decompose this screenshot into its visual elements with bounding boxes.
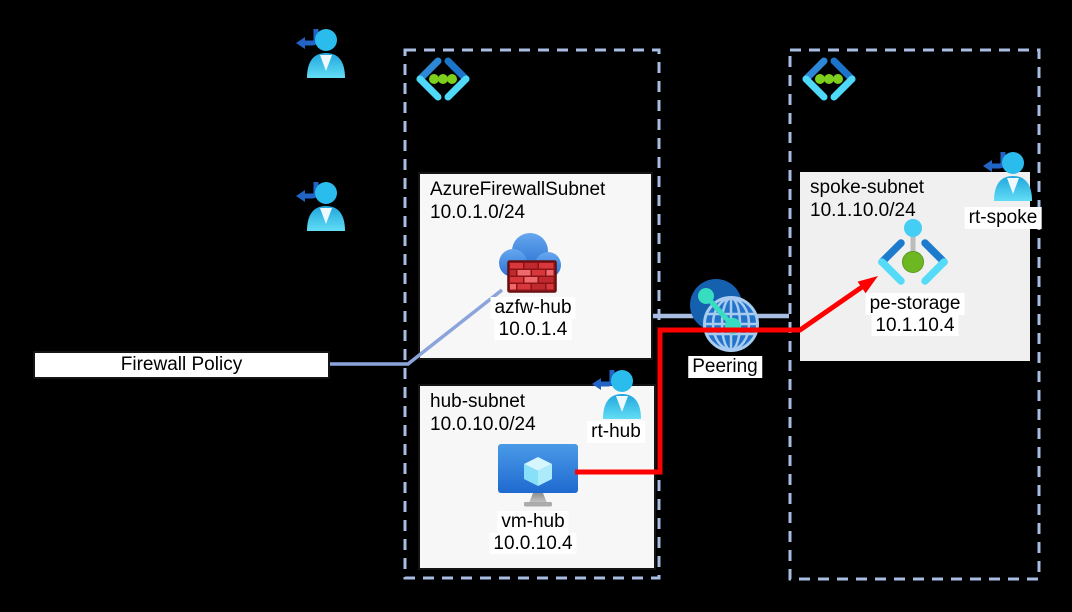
peering-label: Peering — [688, 356, 762, 378]
resource-ip: 10.1.10.4 — [871, 314, 959, 336]
firewall-policy-label: Firewall Policy — [120, 354, 243, 375]
rt-spoke-label: rt-spoke — [964, 207, 1042, 229]
subnet-cidr: 10.0.1.0/24 — [430, 202, 526, 223]
resource-ip: 10.0.1.4 — [494, 318, 572, 340]
virtual-machine-icon — [498, 444, 578, 507]
private-endpoint-icon — [878, 219, 948, 285]
resource-ip: 10.0.10.4 — [489, 532, 577, 554]
vnet-peering-icon — [690, 279, 759, 352]
route-table-name: rt-hub — [587, 421, 645, 443]
rt-hub-label: rt-hub — [587, 421, 645, 443]
route-table-icon — [296, 182, 345, 231]
azure-firewall-icon — [499, 233, 561, 293]
subnet-name: AzureFirewallSubnet — [430, 179, 606, 200]
route-table-icon — [592, 370, 641, 419]
route-table-icon — [983, 152, 1032, 201]
pe-storage-label: pe-storage 10.1.10.4 — [865, 293, 965, 336]
firewall-policy-box: Firewall Policy — [33, 351, 330, 379]
route-table-name: rt-spoke — [964, 207, 1042, 229]
route-table-icon — [296, 29, 345, 78]
vm-hub-label: vm-hub 10.0.10.4 — [489, 511, 577, 554]
resource-name: azfw-hub — [490, 297, 576, 319]
virtual-network-icon — [416, 57, 470, 101]
subnet-title: AzureFirewallSubnet 10.0.1.0/24 — [420, 174, 651, 224]
azfw-hub-label: azfw-hub 10.0.1.4 — [490, 297, 576, 340]
resource-name: vm-hub — [497, 511, 569, 533]
resource-name: pe-storage — [865, 293, 965, 315]
virtual-network-icon — [802, 57, 856, 101]
